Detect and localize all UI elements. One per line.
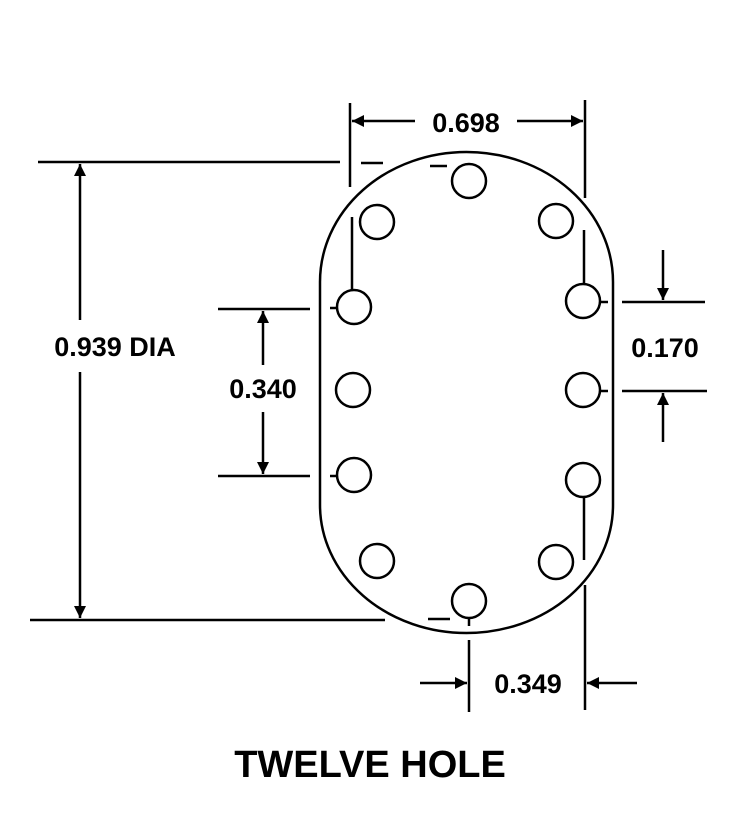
hole: [335, 288, 373, 326]
hole: [564, 371, 602, 409]
hole: [334, 371, 372, 409]
hole: [450, 582, 488, 620]
center-marks: [330, 161, 608, 626]
hole: [537, 543, 575, 581]
hole: [335, 456, 373, 494]
gasket-outline: [318, 150, 615, 635]
diameter-label: 0.939 DIA: [54, 332, 176, 362]
holes: [334, 162, 602, 620]
dimension-half-spacing: [622, 250, 707, 442]
dimension-width: [348, 100, 587, 198]
diagram-title: TWELVE HOLE: [234, 744, 506, 786]
hole: [564, 461, 602, 499]
dimension-half-width: [420, 585, 637, 712]
half-width-label: 0.349: [494, 669, 562, 699]
hole: [564, 282, 602, 320]
width-label: 0.698: [432, 108, 500, 138]
hole-spacing-label: 0.340: [229, 374, 297, 404]
dimension-hole-spacing: [218, 307, 310, 478]
hole: [537, 202, 575, 240]
hole: [358, 542, 396, 580]
dimension-diameter: [30, 160, 385, 622]
hole: [450, 162, 488, 200]
half-spacing-label: 0.170: [631, 333, 699, 363]
hole: [358, 203, 396, 241]
